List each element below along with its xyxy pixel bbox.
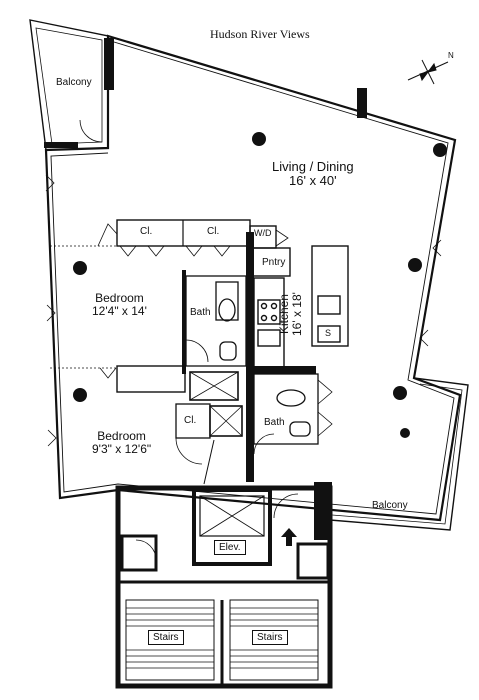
entry-arrow-icon: [281, 528, 297, 546]
wall-balcony-bottom: [44, 142, 78, 148]
living-dining-name: Living / Dining: [272, 159, 354, 174]
interior-wall-vertical: [246, 232, 254, 482]
stairs-right-label: Stairs: [252, 630, 288, 645]
bedroom-partition: [50, 365, 186, 393]
exterior-wall-inner: [50, 41, 455, 515]
kitchen-dims: 16' x 18': [289, 292, 304, 336]
closet-bedroom-2: [175, 403, 215, 485]
bath-1-label: Bath: [190, 307, 211, 318]
window-markers: [45, 174, 442, 447]
closet-3-label: Cl.: [184, 415, 197, 426]
bedroom-1-dims: 12'4" x 14': [92, 303, 147, 318]
bath-1-walls: [185, 275, 247, 367]
interior-wall-v2: [182, 270, 186, 374]
compass-rose-icon: [407, 59, 449, 85]
washer-dryer-label: W/D: [254, 228, 272, 238]
building-core: [115, 485, 333, 689]
closet-1-label: Cl.: [140, 226, 153, 237]
bedroom-2-label: Bedroom 9'3" x 12'6": [92, 430, 151, 455]
appliance-s-label: S: [325, 328, 332, 338]
balcony-bottom-outline: [329, 377, 469, 531]
kitchen-wall-black: [246, 366, 316, 374]
compass-north-label: N: [448, 51, 454, 60]
balcony-top-outline: [29, 19, 109, 151]
kitchen-label: Kitchen 16' x 18': [277, 292, 304, 336]
elevator-label: Elev.: [214, 540, 246, 555]
bedroom-2-name: Bedroom: [97, 429, 146, 443]
column-top-right: [357, 88, 367, 118]
closet-2-label: Cl.: [207, 226, 220, 237]
living-dining-label: Living / Dining 16' x 40': [272, 160, 354, 187]
hudson-river-views-label: Hudson River Views: [210, 27, 310, 41]
kitchen-name: Kitchen: [277, 294, 291, 335]
bath-2-walls: [253, 373, 333, 455]
structural-columns: [73, 132, 447, 438]
bath-2-label: Bath: [264, 417, 285, 428]
bedroom-2-dims: 9'3" x 12'6": [92, 441, 152, 456]
living-dining-dims: 16' x 40': [289, 172, 337, 188]
column-balcony: [104, 38, 114, 90]
pantry-label: Pntry: [262, 257, 286, 268]
balcony-top-label: Balcony: [56, 77, 92, 88]
balcony-bottom-label: Balcony: [372, 500, 408, 511]
stairs-left-label: Stairs: [148, 630, 184, 645]
bedroom-1-name: Bedroom: [95, 291, 144, 305]
column-core-right: [314, 482, 332, 540]
entry-door: [273, 493, 299, 519]
bedroom-1-label: Bedroom 12'4" x 14': [92, 292, 147, 317]
